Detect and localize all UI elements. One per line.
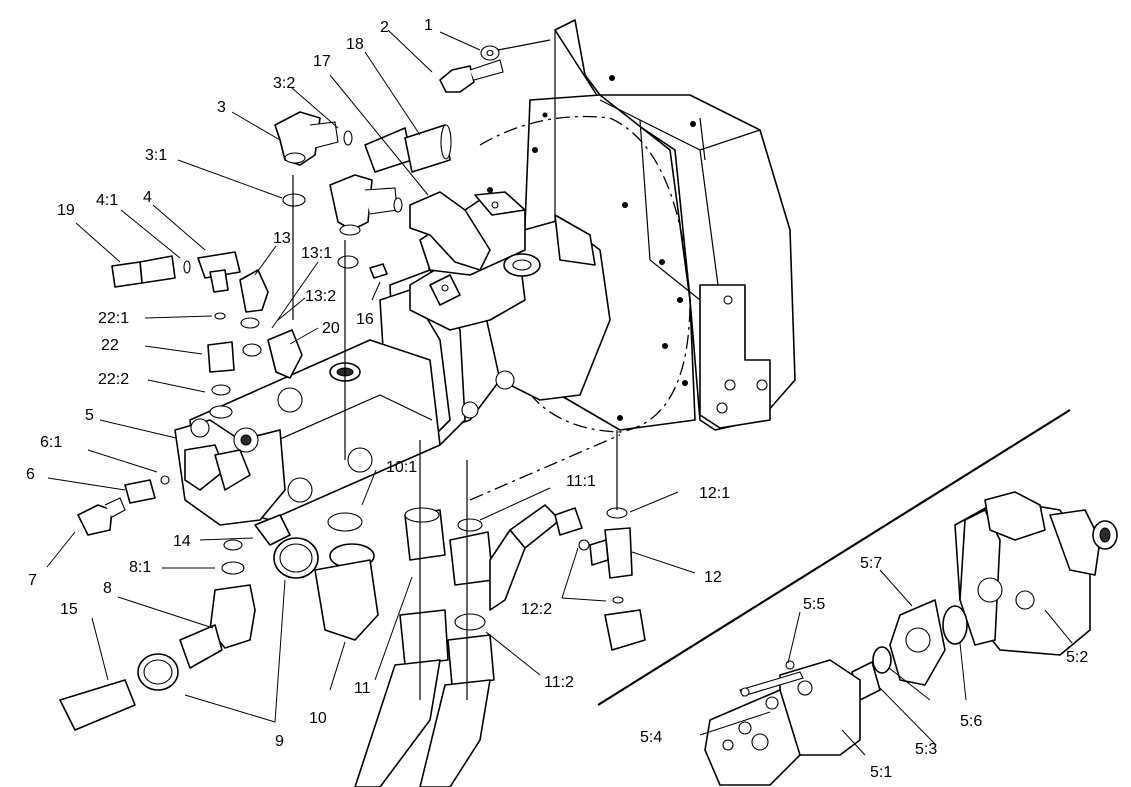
fittings-top [111,111,491,460]
callout-19: 19 [57,202,75,219]
callouts: 1 2 18 17 3:2 3 3:1 19 4:1 4 13 13:1 13:… [26,17,1088,781]
callout-1: 1 [424,17,433,34]
callout-4-1: 4:1 [96,192,118,209]
callout-22: 22 [101,337,119,354]
callout-22-1: 22:1 [98,310,129,327]
callout-22-2: 22:2 [98,371,129,388]
callout-14: 14 [173,533,191,550]
callout-4: 4 [143,189,152,206]
callout-5-1: 5:1 [870,764,892,781]
callout-11-1: 11:1 [566,473,596,490]
callout-10: 10 [309,710,327,727]
callout-6: 6 [26,466,35,483]
fittings-bottom [59,430,646,787]
callout-5-2: 5:2 [1066,649,1088,666]
callout-5-3: 5:3 [915,741,937,758]
callout-11-2: 11:2 [544,674,574,691]
callout-18: 18 [346,36,364,53]
callout-11: 11 [354,680,371,697]
callout-5: 5 [85,407,94,424]
callout-5-7: 5:7 [860,555,882,572]
callout-8-1: 8:1 [129,559,151,576]
callout-3-1: 3:1 [145,147,167,164]
callout-8: 8 [103,580,112,597]
callout-7: 7 [28,572,37,589]
callout-10-1: 10:1 [386,459,417,476]
bolt-washer [439,39,551,93]
callout-5-5: 5:5 [803,596,825,613]
leader-lines [46,29,1073,756]
inset-pump [704,491,1118,786]
callout-5-4: 5:4 [640,729,662,746]
callout-12-2: 12:2 [521,601,552,618]
pump-body [174,191,611,526]
callout-16: 16 [356,311,374,328]
callout-20: 20 [322,320,340,337]
callout-13-2: 13:2 [305,288,336,305]
callout-3-2: 3:2 [273,75,295,92]
callout-13: 13 [273,230,291,247]
callout-12: 12 [704,569,722,586]
callout-2: 2 [380,19,389,36]
callout-5-6: 5:6 [960,713,982,730]
callout-6-1: 6:1 [40,434,62,451]
callout-3: 3 [217,99,226,116]
callout-17: 17 [313,53,331,70]
callout-9: 9 [275,733,284,750]
callout-15: 15 [60,601,78,618]
inset-separator [597,409,1071,706]
callout-13-1: 13:1 [301,245,332,262]
flywheel-housing [479,19,796,433]
callout-12-1: 12:1 [699,485,730,502]
